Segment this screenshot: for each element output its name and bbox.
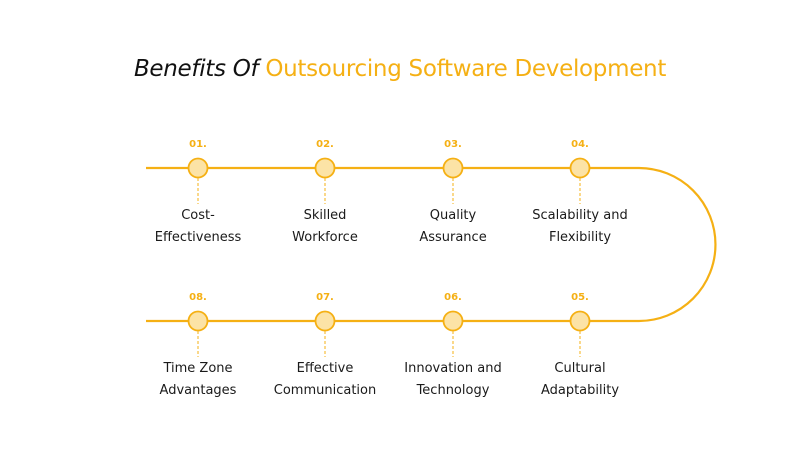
step-node — [187, 310, 209, 332]
step-label-line: Skilled — [303, 208, 347, 223]
step-number: 06. — [444, 292, 462, 303]
page-title: Benefits Of Outsourcing Software Develop… — [0, 52, 800, 86]
step-label-line: Innovation and — [404, 361, 502, 376]
step-number: 03. — [444, 139, 462, 150]
step-number: 02. — [316, 139, 334, 150]
step-label-line: Time Zone — [163, 361, 233, 376]
step-label-line: Scalability and — [532, 208, 628, 223]
step-node — [569, 310, 591, 332]
timeline-nodes — [187, 157, 591, 357]
step-label: Effective Communication — [245, 358, 405, 402]
step-label: Cost- Effectiveness — [118, 205, 278, 249]
step-label: Quality Assurance — [373, 205, 533, 249]
step-label-line: Flexibility — [548, 230, 612, 245]
step-node — [187, 157, 209, 179]
step-label-line: Effectiveness — [154, 230, 242, 245]
title-prefix: Benefits Of — [133, 56, 259, 82]
step-label: Innovation and Technology — [373, 358, 533, 402]
step-label-line: Technology — [416, 383, 490, 398]
step-node — [569, 157, 591, 179]
step-label-line: Workforce — [292, 230, 358, 245]
step-label: Time Zone Advantages — [118, 358, 278, 402]
step-label-line: Advantages — [159, 383, 237, 398]
timeline-track — [146, 166, 717, 323]
step-number: 05. — [571, 292, 589, 303]
step-label: Cultural Adaptability — [500, 358, 660, 402]
step-number: 08. — [189, 292, 207, 303]
step-node — [442, 310, 464, 332]
step-label-line: Adaptability — [540, 383, 620, 398]
step-node — [314, 310, 336, 332]
step-label: Scalability and Flexibility — [500, 205, 660, 249]
step-label-line: Effective — [296, 361, 354, 376]
title-highlight: Outsourcing Software Development — [265, 56, 667, 82]
step-label-line: Quality — [429, 208, 477, 223]
step-node — [442, 157, 464, 179]
step-label-line: Cultural — [554, 361, 606, 376]
step-label-line: Assurance — [419, 230, 487, 245]
step-label: Skilled Workforce — [245, 205, 405, 249]
step-number: 07. — [316, 292, 334, 303]
step-label-line: Cost- — [181, 208, 215, 223]
step-label-line: Communication — [273, 383, 377, 398]
step-number: 04. — [571, 139, 589, 150]
step-node — [314, 157, 336, 179]
step-number: 01. — [189, 139, 207, 150]
